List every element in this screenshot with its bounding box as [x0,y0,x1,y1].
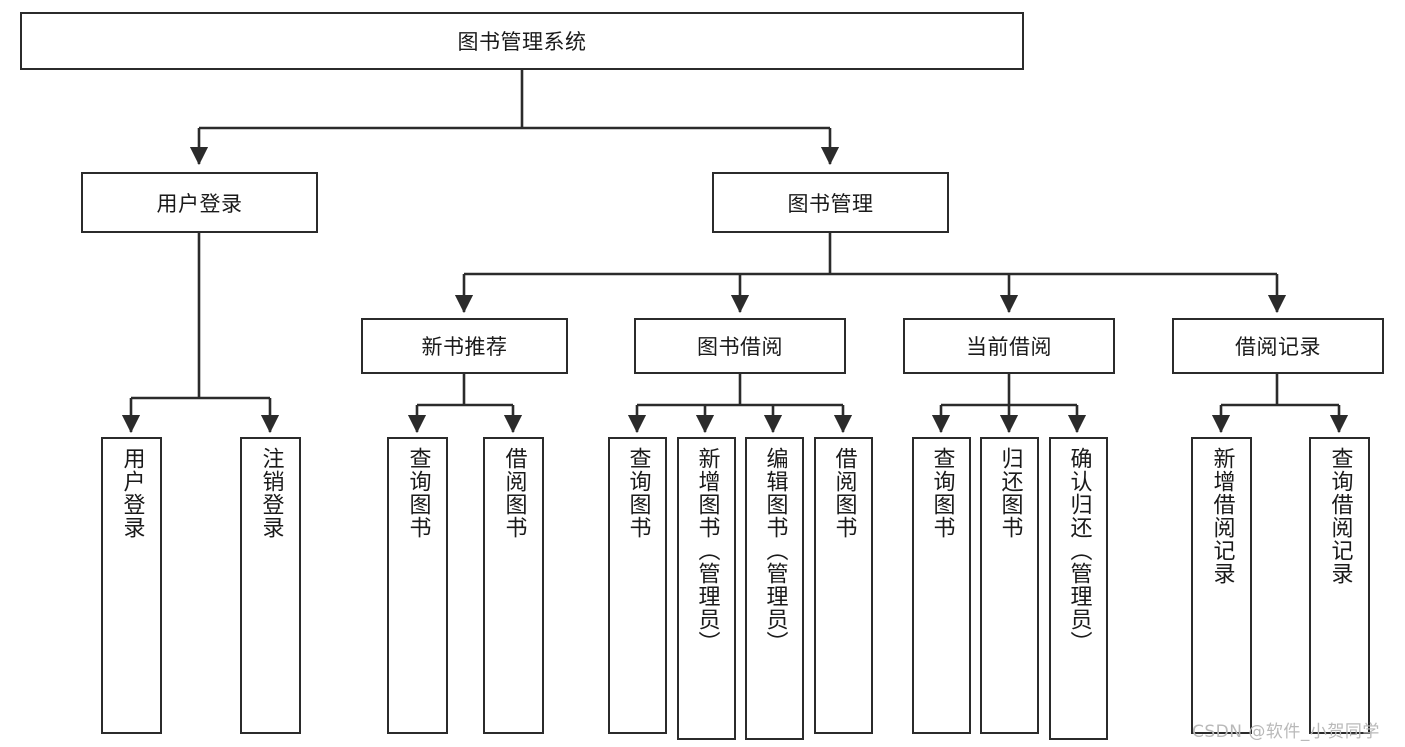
node-label: 图书管理 [787,191,874,216]
node-borrow-records[interactable]: 借阅记录 [1172,318,1384,374]
node-label: 确认归还（管理员） [1066,447,1092,654]
node-book-management[interactable]: 图书管理 [712,172,949,233]
node-label: 新增图书（管理员） [694,447,720,654]
leaf-borrow-borrow-book[interactable]: 借阅图书 [814,437,873,734]
leaf-current-confirm-return-admin[interactable]: 确认归还（管理员） [1049,437,1108,740]
leaf-user-login-logout[interactable]: 注销登录 [240,437,301,734]
node-label: 用户登录 [119,447,145,539]
node-label: 查询图书 [405,447,431,539]
node-label: 新增借阅记录 [1209,447,1235,585]
leaf-current-query-book[interactable]: 查询图书 [912,437,971,734]
node-label: 借阅图书 [831,447,857,539]
leaf-record-query-borrow-record[interactable]: 查询借阅记录 [1309,437,1370,734]
node-label: 注销登录 [258,447,284,539]
node-label: 查询图书 [625,447,651,539]
leaf-current-return-book[interactable]: 归还图书 [980,437,1039,734]
leaf-new-book-borrow-book[interactable]: 借阅图书 [483,437,544,734]
node-label: 图书管理系统 [457,30,587,54]
leaf-new-book-query-book[interactable]: 查询图书 [387,437,448,734]
leaf-borrow-add-book-admin[interactable]: 新增图书（管理员） [677,437,736,740]
node-label: 查询借阅记录 [1327,447,1353,585]
node-label: 编辑图书（管理员） [762,447,788,654]
node-label: 用户登录 [156,191,243,216]
node-label: 新书推荐 [421,335,508,359]
node-label: 当前借阅 [966,335,1052,359]
node-root-book-management-system[interactable]: 图书管理系统 [20,12,1024,70]
leaf-borrow-edit-book-admin[interactable]: 编辑图书（管理员） [745,437,804,740]
node-user-login[interactable]: 用户登录 [81,172,318,233]
node-label: 借阅图书 [501,447,527,539]
node-book-borrowing[interactable]: 图书借阅 [634,318,846,374]
leaf-borrow-query-book[interactable]: 查询图书 [608,437,667,734]
node-new-book-recommendation[interactable]: 新书推荐 [361,318,568,374]
node-label: 借阅记录 [1235,335,1321,359]
leaf-user-login-login[interactable]: 用户登录 [101,437,162,734]
node-current-borrowing[interactable]: 当前借阅 [903,318,1115,374]
csdn-watermark: CSDN @软件_小贺同学 [1192,722,1380,742]
leaf-record-add-borrow-record[interactable]: 新增借阅记录 [1191,437,1252,734]
node-label: 图书借阅 [697,335,783,359]
node-label: 归还图书 [997,447,1023,539]
node-label: 查询图书 [929,447,955,539]
